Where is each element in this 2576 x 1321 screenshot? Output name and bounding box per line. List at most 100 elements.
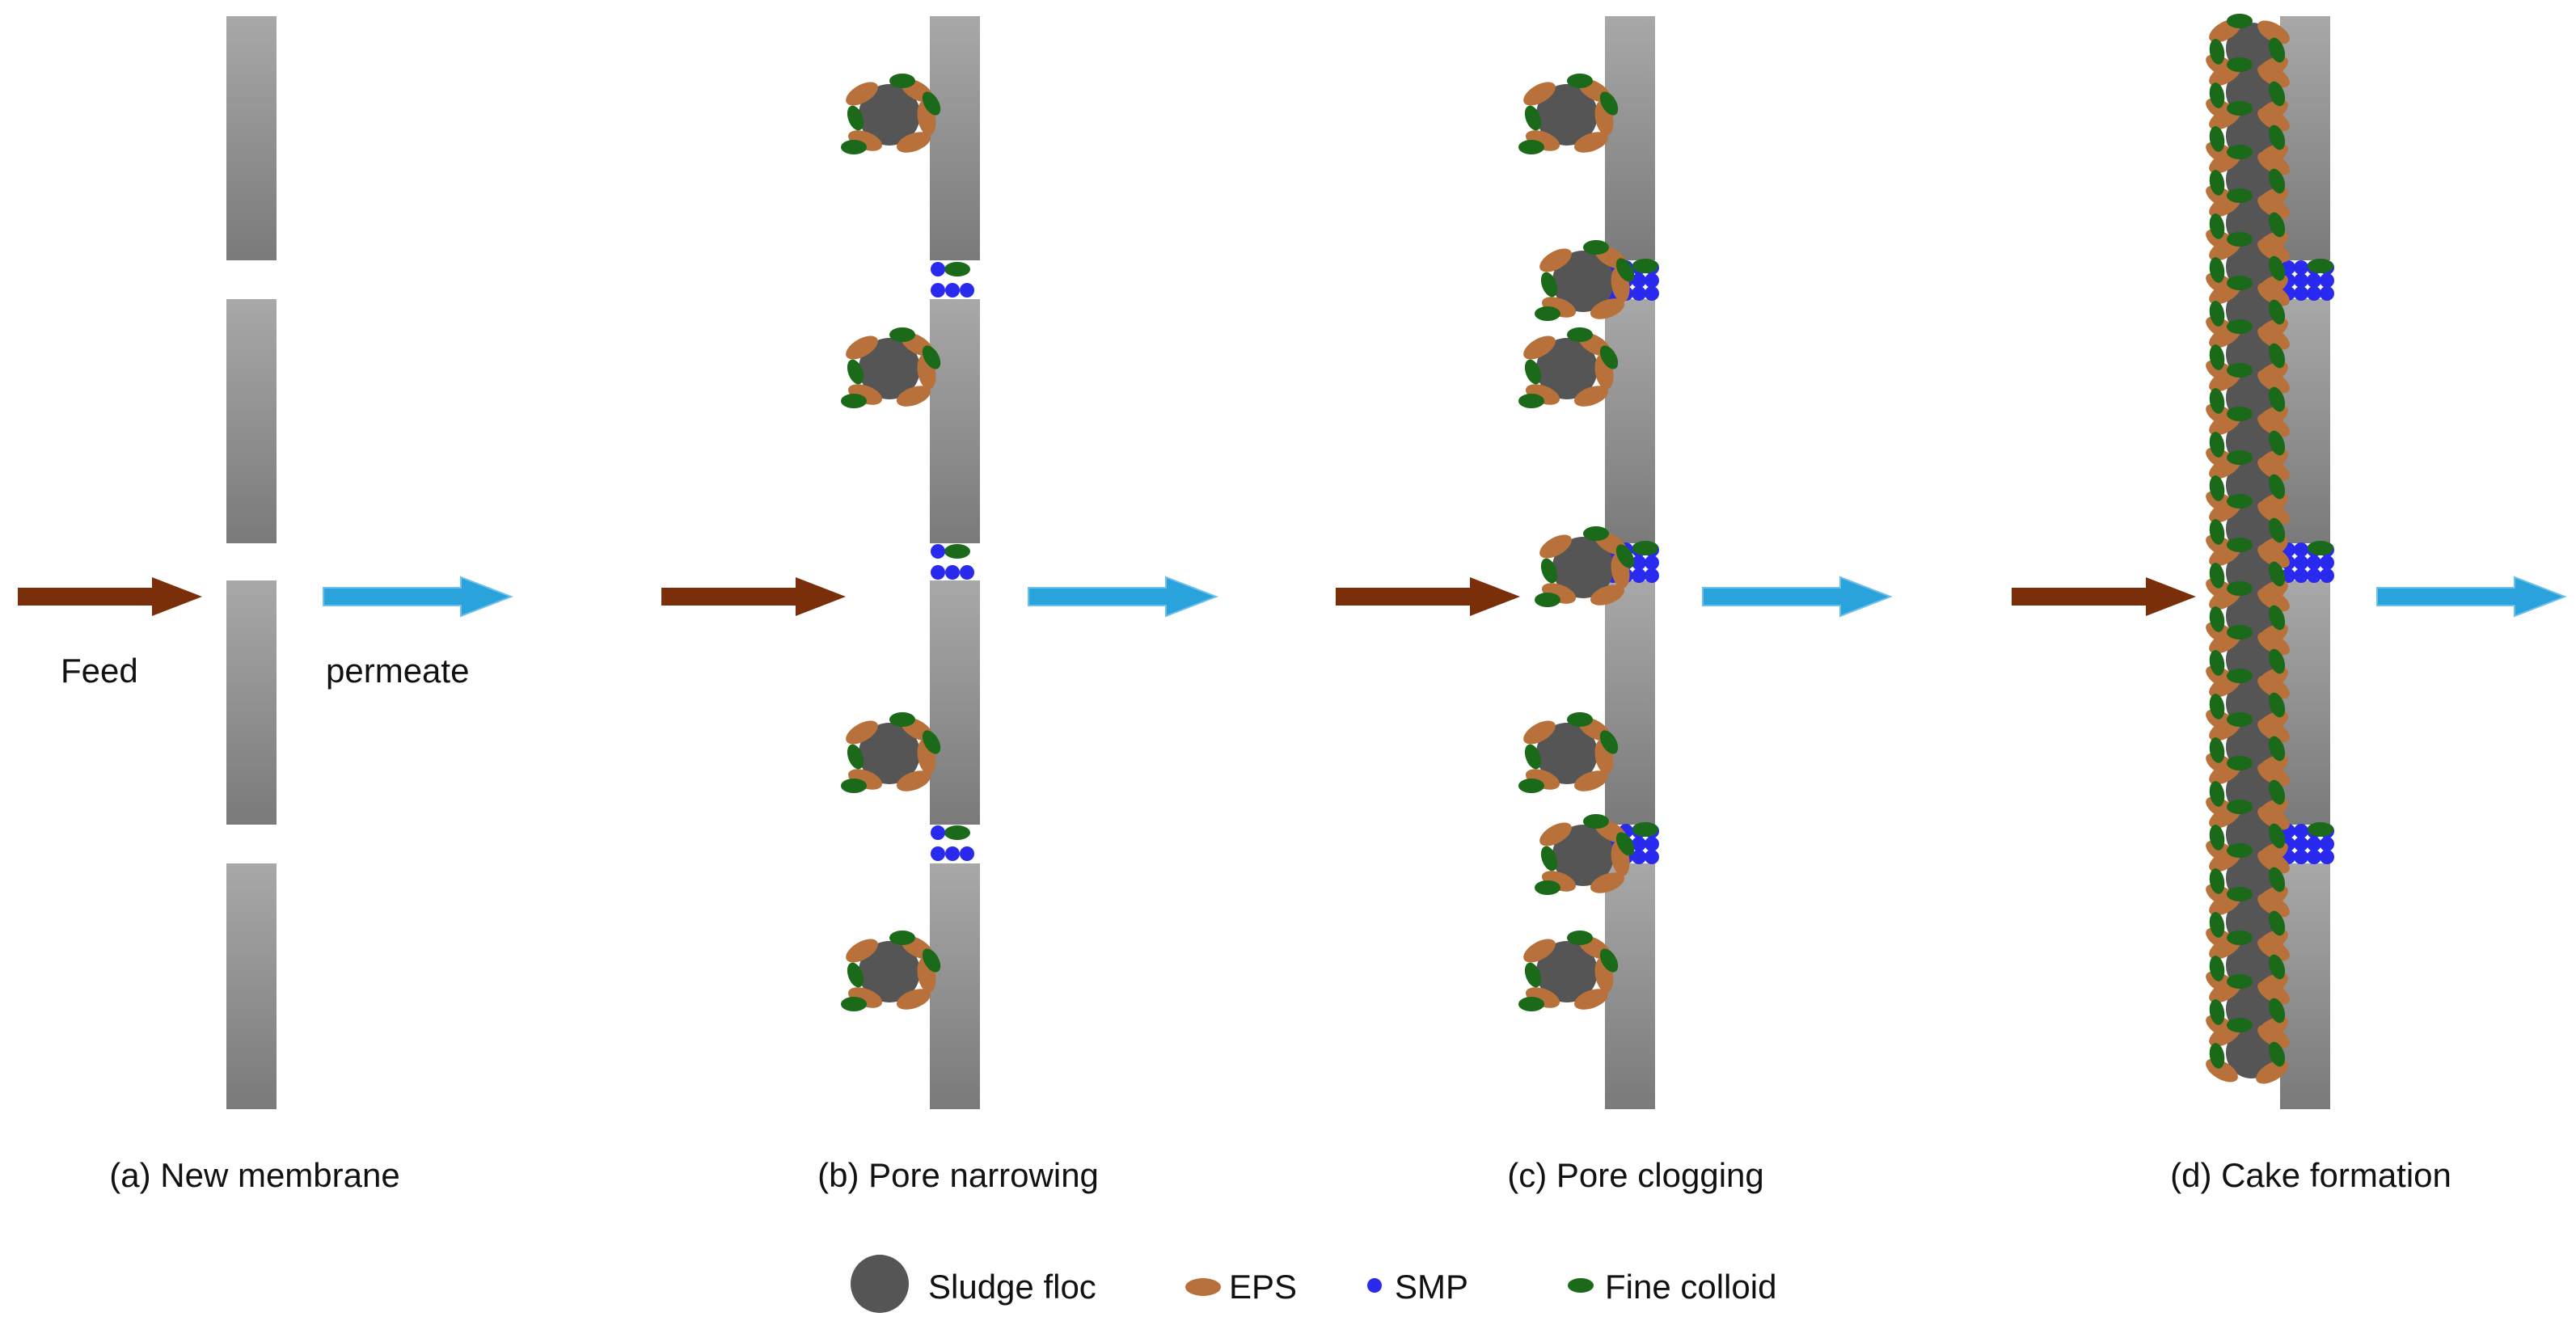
fine-colloid (2227, 101, 2253, 116)
fine-colloid (2209, 650, 2225, 676)
fine-colloid (2268, 299, 2286, 325)
fine-colloid (2268, 474, 2286, 500)
fine-colloid (2209, 606, 2225, 632)
fine-colloid (1540, 846, 1558, 872)
eps-particle (2257, 719, 2290, 743)
sludge-floc (1536, 338, 1598, 399)
fine-colloid (2209, 170, 2225, 196)
membrane-segment (2280, 299, 2330, 543)
fine-colloid (2268, 648, 2286, 674)
membrane-segment (930, 580, 980, 825)
eps-particle (1590, 298, 1625, 319)
fine-colloid (2209, 868, 2225, 894)
fine-colloid (1535, 593, 1560, 607)
permeate-arrow (1028, 576, 1218, 618)
fine-colloid (2209, 475, 2225, 501)
legend-label-eps: EPS (1229, 1268, 1298, 1306)
smp-particle (2294, 260, 2308, 275)
eps-particle (2257, 238, 2290, 263)
eps-particle (2257, 937, 2290, 961)
smp-particle (2320, 850, 2334, 864)
fine-colloid (2227, 756, 2253, 770)
fine-colloid (2227, 450, 2253, 465)
smp-particle (2294, 568, 2308, 583)
fine-colloid (1518, 997, 1544, 1011)
sludge-floc (859, 941, 920, 1002)
fine-colloid (889, 327, 915, 342)
eps-particle (2257, 20, 2290, 44)
membrane-segment (1605, 863, 1655, 1109)
fine-colloid (2209, 694, 2225, 720)
fine-colloid (1524, 359, 1542, 385)
fine-colloid (2209, 563, 2225, 589)
fine-colloid (2268, 343, 2286, 369)
eps-particle (1523, 720, 1556, 745)
fine-colloid (2268, 561, 2286, 587)
membrane-segment (2280, 16, 2330, 260)
fine-colloid (2209, 388, 2225, 414)
fine-colloid (847, 359, 864, 385)
fine-colloid (889, 712, 915, 727)
fine-colloid (2268, 37, 2286, 63)
smp-particle (2307, 837, 2321, 851)
eps-particle (2257, 544, 2290, 568)
smp-particle (1645, 273, 1659, 288)
fine-colloid (2227, 363, 2253, 378)
legend-icon-fine-colloid (1568, 1278, 1594, 1293)
fine-colloid (1632, 822, 1658, 837)
fine-colloid (1518, 394, 1544, 408)
fine-colloid (2209, 912, 2225, 938)
fine-colloid (2227, 931, 2253, 945)
fine-colloid (2268, 954, 2286, 980)
smp-particle (960, 846, 974, 861)
fine-colloid (1535, 880, 1560, 895)
fine-colloid (2209, 781, 2225, 807)
eps-particle (2257, 806, 2290, 830)
eps-particle (1573, 989, 1609, 1010)
fine-colloid (2227, 712, 2253, 727)
fine-colloid (2268, 867, 2286, 893)
caption-cake-formation: (d) Cake formation (2170, 1156, 2451, 1194)
smp-particle (1645, 286, 1659, 301)
fine-colloid (2268, 910, 2286, 936)
smp-particle (931, 846, 945, 861)
smp-particle (931, 262, 945, 276)
fine-colloid (2268, 430, 2286, 456)
eps-particle (1523, 939, 1556, 963)
smp-particle (2294, 555, 2308, 570)
eps-particle (1523, 82, 1556, 106)
eps-particle (2257, 64, 2290, 88)
eps-particle (2257, 850, 2290, 874)
sludge-floc (1536, 723, 1598, 784)
fine-colloid (2268, 386, 2286, 412)
fine-colloid (2209, 257, 2225, 283)
smp-particle (1645, 568, 1659, 583)
fine-colloid (1599, 91, 1619, 116)
smp-particle (931, 565, 945, 580)
fine-colloid (1518, 140, 1544, 154)
eps-particle (2257, 282, 2290, 306)
sludge-floc (1536, 941, 1598, 1002)
fine-colloid (2268, 692, 2286, 718)
legend-label-sludge-floc: Sludge floc (928, 1268, 1096, 1306)
eps-particle (1523, 336, 1556, 360)
smp-particle (960, 565, 974, 580)
fine-colloid (1567, 327, 1593, 342)
smp-particle (945, 565, 960, 580)
fine-colloid (2209, 82, 2225, 108)
fine-colloid (922, 345, 941, 369)
fine-colloid (1540, 272, 1558, 298)
fine-colloid (1567, 74, 1593, 88)
eps-particle (846, 336, 878, 360)
smp-particle (1632, 286, 1646, 301)
fine-colloid (2268, 998, 2286, 1023)
smp-particle (1645, 850, 1659, 864)
fine-colloid (1599, 948, 1619, 973)
fine-colloid (841, 394, 867, 408)
caption-pore-clogging: (c) Pore clogging (1507, 1156, 1764, 1194)
membrane-segment (2280, 863, 2330, 1109)
fine-colloid (922, 91, 941, 116)
membrane-segment (1605, 299, 1655, 543)
fine-colloid (2308, 822, 2333, 837)
fine-colloid (2268, 517, 2286, 543)
